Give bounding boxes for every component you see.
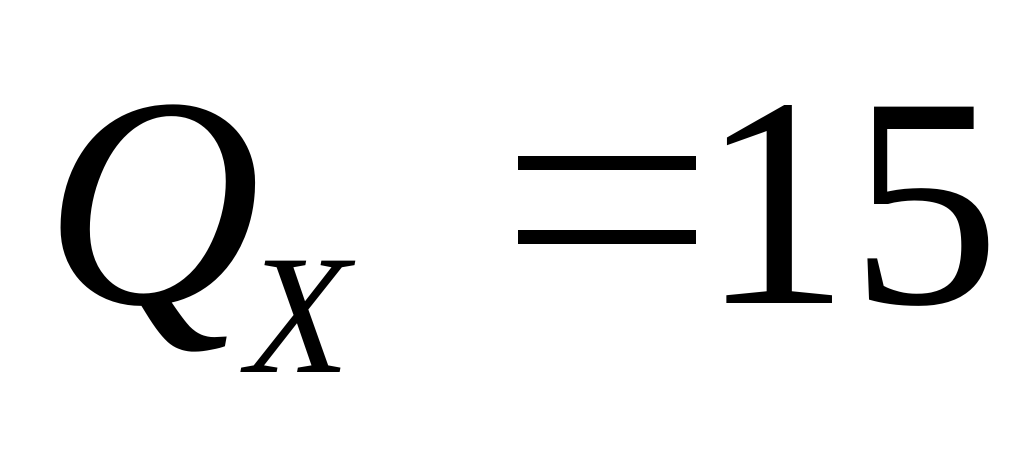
equals-sign xyxy=(518,150,696,262)
variable-q: Q xyxy=(44,36,261,368)
subscript-x: X xyxy=(246,221,350,409)
value-number: 15 xyxy=(700,36,1000,368)
equals-bar-bottom xyxy=(518,230,696,244)
equals-bar-top xyxy=(518,156,696,170)
